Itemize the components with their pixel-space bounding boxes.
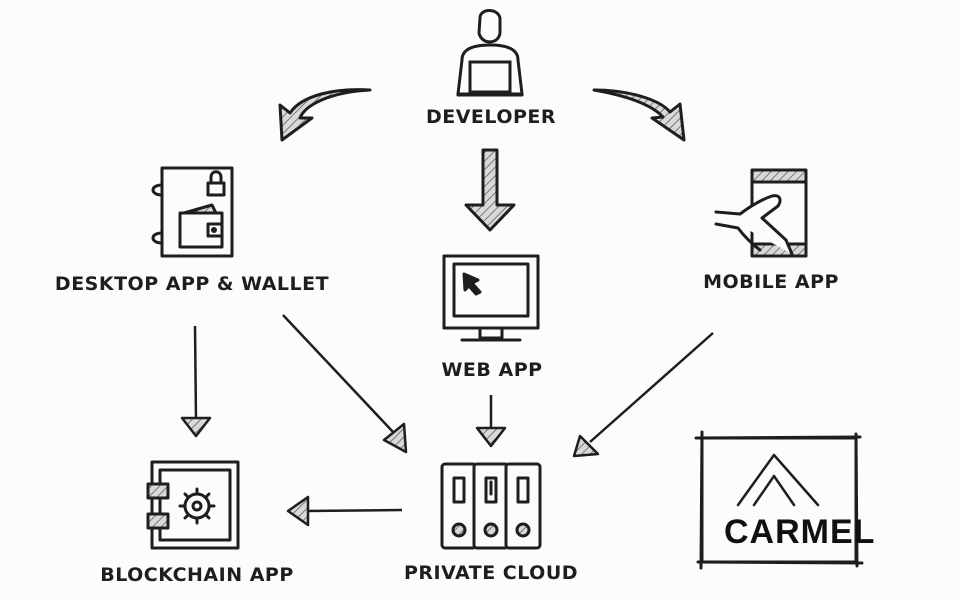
private-cloud-label: PRIVATE CLOUD — [403, 562, 579, 584]
arrow-cloud-to-blockchain — [286, 495, 403, 527]
carmel-logo-text: CARMEL — [724, 513, 876, 551]
arrow-developer-to-mobile — [592, 88, 686, 142]
arrow-mobile-to-cloud — [572, 332, 714, 458]
developer-label: DEVELOPER — [425, 106, 557, 128]
monitor-cursor-icon — [442, 254, 540, 342]
person-laptop-icon — [456, 9, 524, 97]
blockchain-app-label: BLOCKCHAIN APP — [100, 564, 294, 586]
arrow-developer-to-desktop — [278, 88, 372, 142]
web-app-label: WEB APP — [441, 359, 543, 381]
mountain-logo-icon — [736, 453, 820, 507]
server-rack-icon — [440, 462, 542, 550]
carmel-logo — [694, 430, 864, 570]
safe-vault-icon — [146, 460, 240, 550]
arrow-developer-to-web — [464, 148, 516, 232]
arrow-web-to-cloud — [475, 395, 507, 448]
desktop-app-label: DESKTOP APP & WALLET — [54, 273, 330, 295]
mobile-app-label: MOBILE APP — [703, 271, 839, 293]
arrow-desktop-to-cloud — [282, 314, 408, 454]
wallet-notebook-icon — [151, 166, 234, 258]
phone-touch-icon — [714, 168, 808, 258]
arrow-desktop-to-blockchain — [180, 325, 212, 438]
